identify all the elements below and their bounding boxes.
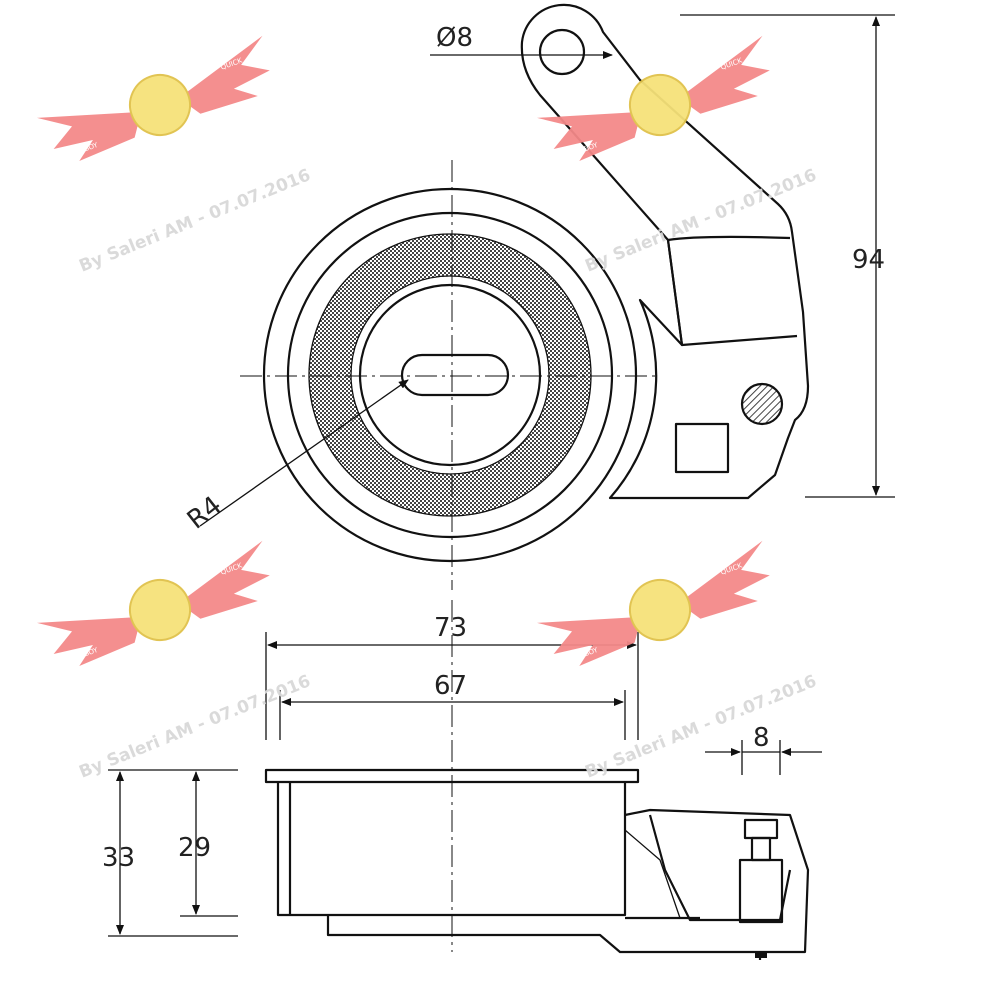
watermark-logo-1: AIRBOY QUICK SERVICE bbox=[36, 35, 270, 161]
height-total-label: 94 bbox=[852, 245, 885, 275]
radius-leader bbox=[199, 379, 409, 527]
badge bbox=[629, 74, 691, 136]
flange-width-label: 73 bbox=[434, 613, 467, 643]
watermark-text-3: By Saleri AM - 07.07.2016 bbox=[76, 671, 313, 782]
arm-side-detail bbox=[624, 829, 681, 919]
pin-circle bbox=[740, 382, 784, 426]
base-nub bbox=[755, 952, 767, 958]
watermark-text-4: By Saleri AM - 07.07.2016 bbox=[582, 671, 819, 782]
wing-left bbox=[36, 111, 142, 161]
watermark-logo-3: AIRBOY QUICK SERVICE bbox=[36, 540, 270, 666]
watermark-layer: AIRBOY QUICK SERVICE AIRBOY QUICK SERVIC… bbox=[36, 35, 820, 783]
side-view: 73 67 8 33 29 bbox=[102, 600, 822, 960]
square-key bbox=[674, 422, 730, 474]
watermark-text-1: By Saleri AM - 07.07.2016 bbox=[76, 165, 313, 276]
slot-radius-label: R4 bbox=[182, 491, 228, 536]
pulley-outer bbox=[262, 187, 638, 563]
pulley-rim bbox=[286, 211, 614, 539]
adjust-slot bbox=[400, 353, 510, 397]
pin-base bbox=[738, 858, 784, 924]
wing-right bbox=[678, 35, 770, 114]
tensioner-arm bbox=[520, 3, 810, 500]
watermark-logo-2: AIRBOY QUICK SERVICE bbox=[536, 35, 770, 161]
bearing-inner-edge bbox=[350, 275, 550, 475]
arm-step-top bbox=[667, 235, 791, 242]
watermark-logo-4: AIRBOY QUICK SERVICE bbox=[536, 540, 770, 666]
height-outer-label: 33 bbox=[102, 843, 135, 873]
pin-head bbox=[743, 818, 779, 840]
badge bbox=[129, 74, 191, 136]
hole-diameter-label: Ø8 bbox=[436, 23, 473, 53]
pin-shaft bbox=[750, 836, 772, 862]
bracket-width-label: 8 bbox=[753, 723, 770, 753]
base-plate bbox=[326, 808, 810, 954]
wing-left bbox=[536, 111, 642, 161]
arm-step bbox=[666, 239, 798, 347]
wing-right bbox=[178, 540, 270, 619]
hub-inner bbox=[358, 283, 542, 467]
bearing-ring bbox=[309, 234, 591, 516]
wing-right bbox=[678, 540, 770, 619]
wing-left bbox=[36, 616, 142, 666]
wing-left bbox=[536, 616, 642, 666]
bearing-outer-edge bbox=[308, 233, 592, 517]
mounting-hole bbox=[538, 28, 586, 76]
top-view: Ø8 R4 94 bbox=[182, 3, 895, 590]
badge bbox=[129, 579, 191, 641]
arm-side bbox=[648, 814, 792, 922]
wing-right bbox=[178, 35, 270, 114]
height-inner-label: 29 bbox=[178, 833, 211, 863]
body-width-label: 67 bbox=[434, 671, 467, 701]
badge bbox=[629, 579, 691, 641]
